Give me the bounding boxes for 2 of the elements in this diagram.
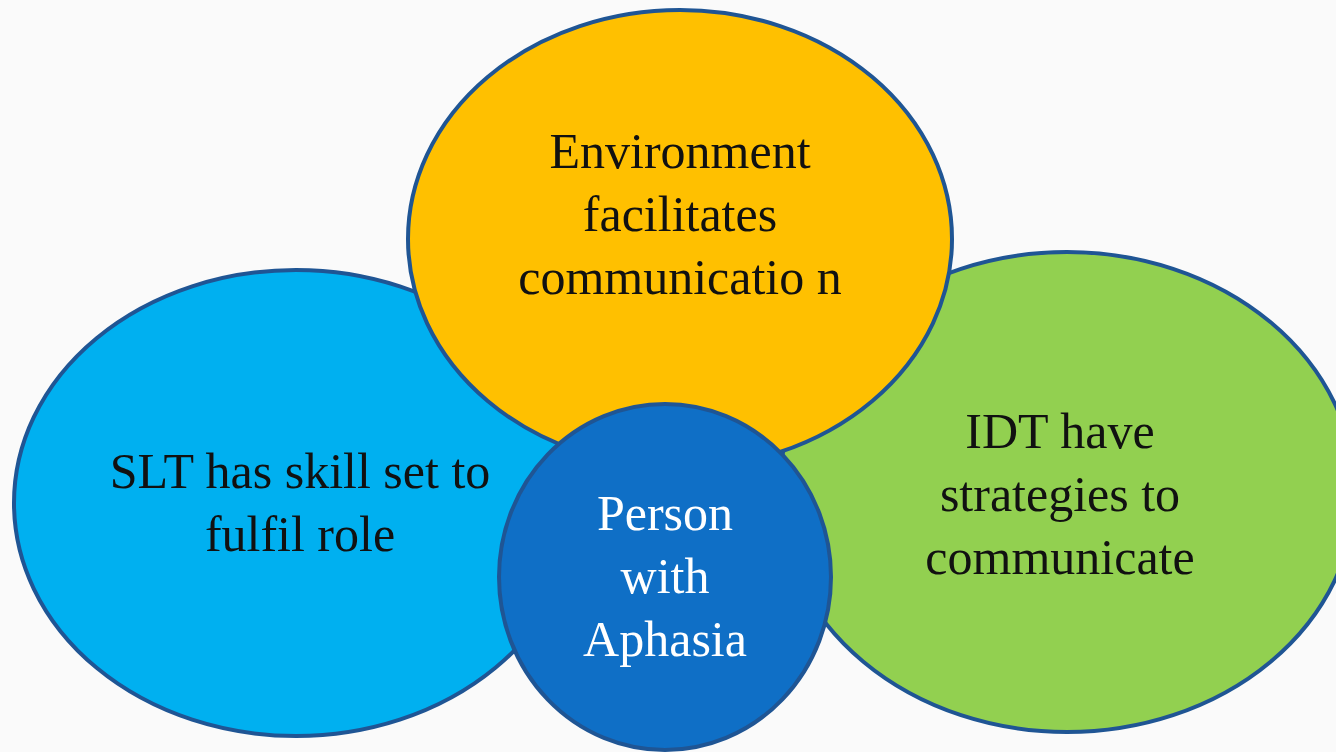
topic-text: SLT has skill set to fulfil role bbox=[105, 440, 495, 566]
topic-text: IDT have strategies to communicate bbox=[890, 400, 1230, 589]
